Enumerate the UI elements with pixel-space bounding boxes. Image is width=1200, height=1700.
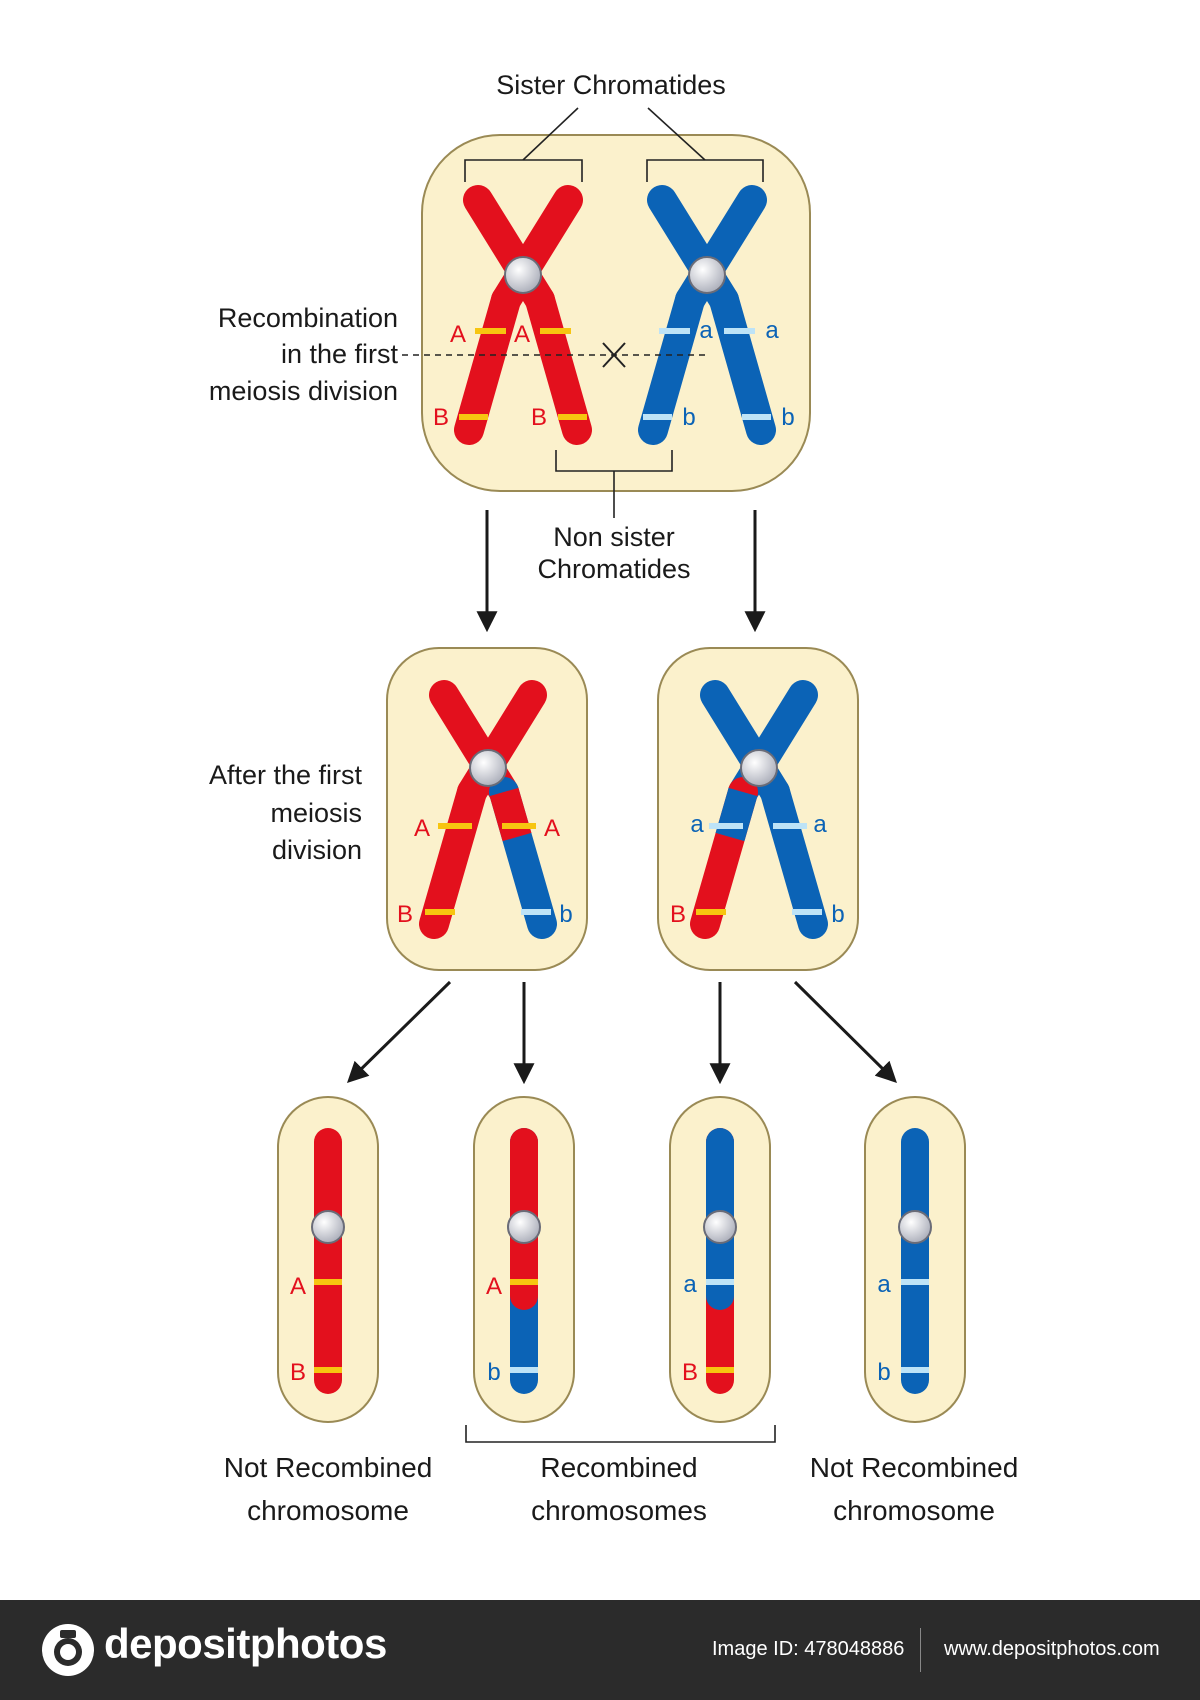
allele-label: a — [813, 811, 827, 838]
non-sister-label-line1: Non sister — [553, 522, 675, 552]
non-sister-label-line2: Chromatides — [537, 554, 690, 584]
allele-label: A — [414, 815, 430, 842]
sister-chromatides-brackets — [464, 107, 764, 182]
crossover-cross-icon — [602, 342, 626, 368]
allele-label: A — [290, 1273, 306, 1300]
allele-label: b — [877, 1359, 890, 1386]
recombined-bracket — [465, 1425, 776, 1443]
recombination-label-line1: Recombination — [218, 303, 398, 333]
arrow-icon — [347, 980, 452, 1083]
allele-label: A — [544, 815, 560, 842]
arrow-icon — [793, 980, 897, 1083]
centromere-icon — [703, 1210, 737, 1244]
allele-label: A — [450, 321, 466, 348]
middle-cell-left — [386, 647, 588, 971]
recombined-line2: chromosomes — [531, 1495, 707, 1526]
middle-cell-right — [657, 647, 859, 971]
centromere-icon — [740, 749, 778, 787]
after-division-label-line3: division — [272, 835, 362, 865]
allele-label: b — [831, 901, 844, 928]
allele-label: B — [433, 404, 449, 431]
centromere-icon — [504, 256, 542, 294]
allele-label: A — [514, 321, 530, 348]
allele-label: a — [877, 1271, 891, 1298]
image-id-text: Image ID: 478048886 — [712, 1638, 905, 1660]
recombined-line1: Recombined — [540, 1452, 697, 1483]
footer-divider — [920, 1628, 921, 1672]
meiosis-recombination-diagram: A A B B a a b b Sister Chromatides Non s… — [209, 70, 1019, 1526]
allele-label: a — [683, 1271, 697, 1298]
top-cell — [421, 134, 811, 492]
not-recombined-left-line1: Not Recombined — [224, 1452, 433, 1483]
centromere-icon — [898, 1210, 932, 1244]
allele-label: b — [487, 1359, 500, 1386]
not-recombined-right-line1: Not Recombined — [810, 1452, 1019, 1483]
camera-icon — [42, 1624, 94, 1676]
allele-label: b — [682, 404, 695, 431]
allele-label: a — [690, 811, 704, 838]
allele-label: B — [531, 404, 547, 431]
after-division-label-line1: After the first — [209, 760, 363, 790]
brand-logo: depositphotos — [104, 1620, 387, 1667]
allele-label: a — [765, 317, 779, 344]
allele-label: a — [699, 317, 713, 344]
middle-left-bands — [425, 823, 551, 915]
allele-label: B — [670, 901, 686, 928]
allele-label: b — [781, 404, 794, 431]
blue-chromosome-top-bands — [643, 328, 771, 420]
not-recombined-right-line2: chromosome — [833, 1495, 995, 1526]
recombination-label-line3: meiosis division — [209, 376, 398, 406]
allele-label: A — [486, 1273, 502, 1300]
centromere-icon — [469, 749, 507, 787]
site-url-link[interactable]: www.depositphotos.com — [944, 1638, 1160, 1660]
centromere-icon — [507, 1210, 541, 1244]
red-chromosome-top-bands — [459, 328, 587, 420]
centromere-icon — [688, 256, 726, 294]
centromere-icon — [311, 1210, 345, 1244]
recombination-label-line2: in the first — [281, 339, 399, 369]
allele-label: B — [397, 901, 413, 928]
non-sister-chromatides-bracket — [555, 450, 673, 518]
allele-label: b — [559, 901, 572, 928]
middle-right-bands — [696, 823, 822, 915]
footer-bar: depositphotos Image ID: 478048886 www.de… — [0, 1600, 1200, 1700]
after-division-label-line2: meiosis — [270, 798, 362, 828]
sister-chromatides-label: Sister Chromatides — [496, 70, 726, 100]
not-recombined-left-line2: chromosome — [247, 1495, 409, 1526]
allele-label: B — [290, 1359, 306, 1386]
allele-label: B — [682, 1359, 698, 1386]
